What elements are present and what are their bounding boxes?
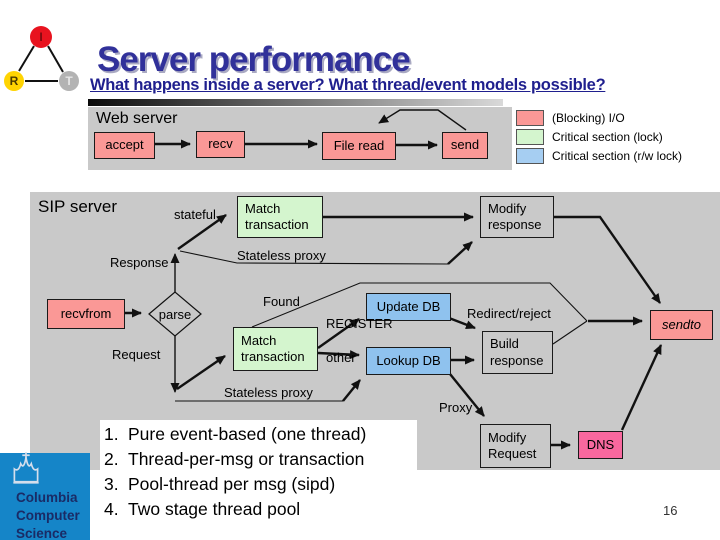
send-box: send [442, 132, 488, 159]
stateful-label: stateful [174, 207, 216, 222]
list-text: Pool-thread per msg (sipd) [128, 474, 336, 494]
other-label: other [326, 350, 356, 365]
divider-gradient-bar [88, 99, 503, 106]
sendto-box: sendto [650, 310, 713, 340]
file-read-box: File read [322, 132, 396, 160]
legend-item-critical-lock: Critical section (lock) [516, 129, 663, 145]
proxy-label: Proxy [439, 400, 473, 415]
list-text: Thread-per-msg or transaction [128, 449, 365, 469]
match-transaction-box: Match transaction [233, 327, 318, 371]
build-response-box: Build response [482, 331, 553, 374]
legend-label: (Blocking) I/O [552, 111, 625, 125]
legend-item-blocking-io: (Blocking) I/O [516, 110, 625, 126]
legend-swatch-green [516, 129, 544, 145]
crown-icon [13, 452, 39, 484]
response-label: Response [110, 255, 169, 270]
match-transaction-stateful-box: Match transaction [237, 196, 323, 238]
web-server-title: Web server [96, 110, 178, 127]
redirect-reject-label: Redirect/reject [467, 306, 551, 321]
thread-models-panel [100, 420, 417, 540]
svg-text:I: I [39, 30, 42, 44]
lookup-db-box: Lookup DB [366, 347, 451, 375]
columbia-line: Computer [16, 508, 80, 523]
columbia-line: Science [16, 526, 68, 540]
recv-box: recv [196, 131, 245, 158]
list-item: 3. Pool-thread per msg (sipd) [104, 474, 335, 495]
columbia-logo: Columbia Computer Science [0, 452, 90, 540]
recvfrom-box: recvfrom [47, 299, 125, 329]
legend-swatch-blue [516, 148, 544, 164]
list-text: Two stage thread pool [128, 499, 301, 519]
list-item: 2. Thread-per-msg or transaction [104, 449, 364, 470]
list-number: 1. [104, 424, 119, 444]
page-number: 16 [663, 503, 678, 518]
legend-label: Critical section (lock) [552, 130, 663, 144]
list-number: 3. [104, 474, 119, 494]
accept-box: accept [94, 132, 155, 159]
columbia-line: Columbia [16, 490, 78, 505]
legend-item-critical-rw-lock: Critical section (r/w lock) [516, 148, 682, 164]
list-number: 4. [104, 499, 119, 519]
found-label: Found [263, 294, 300, 309]
legend-swatch-pink [516, 110, 544, 126]
dns-box: DNS [578, 431, 623, 459]
legend-label: Critical section (r/w lock) [552, 149, 683, 163]
request-label: Request [112, 347, 161, 362]
stateless-proxy-bottom-label: Stateless proxy [224, 385, 313, 400]
page-subtitle: What happens inside a server? What threa… [90, 76, 606, 94]
svg-text:T: T [65, 74, 73, 88]
page-title: Server performance [97, 40, 411, 79]
register-label: REGISTER [326, 316, 393, 331]
parse-diamond: parse [158, 307, 192, 322]
list-item: 1. Pure event-based (one thread) [104, 424, 366, 445]
modify-response-box: Modify response [480, 196, 554, 238]
columbia-logo-text: Columbia Computer Science [16, 489, 80, 540]
stateless-proxy-top-label: Stateless proxy [237, 248, 326, 263]
list-number: 2. [104, 449, 119, 469]
list-text: Pure event-based (one thread) [128, 424, 367, 444]
list-item: 4. Two stage thread pool [104, 499, 300, 520]
modify-request-box: Modify Request [480, 424, 551, 468]
sip-server-title: SIP server [38, 197, 118, 216]
irt-triangle-logo-icon: I R T [4, 26, 79, 91]
svg-text:R: R [10, 74, 19, 88]
